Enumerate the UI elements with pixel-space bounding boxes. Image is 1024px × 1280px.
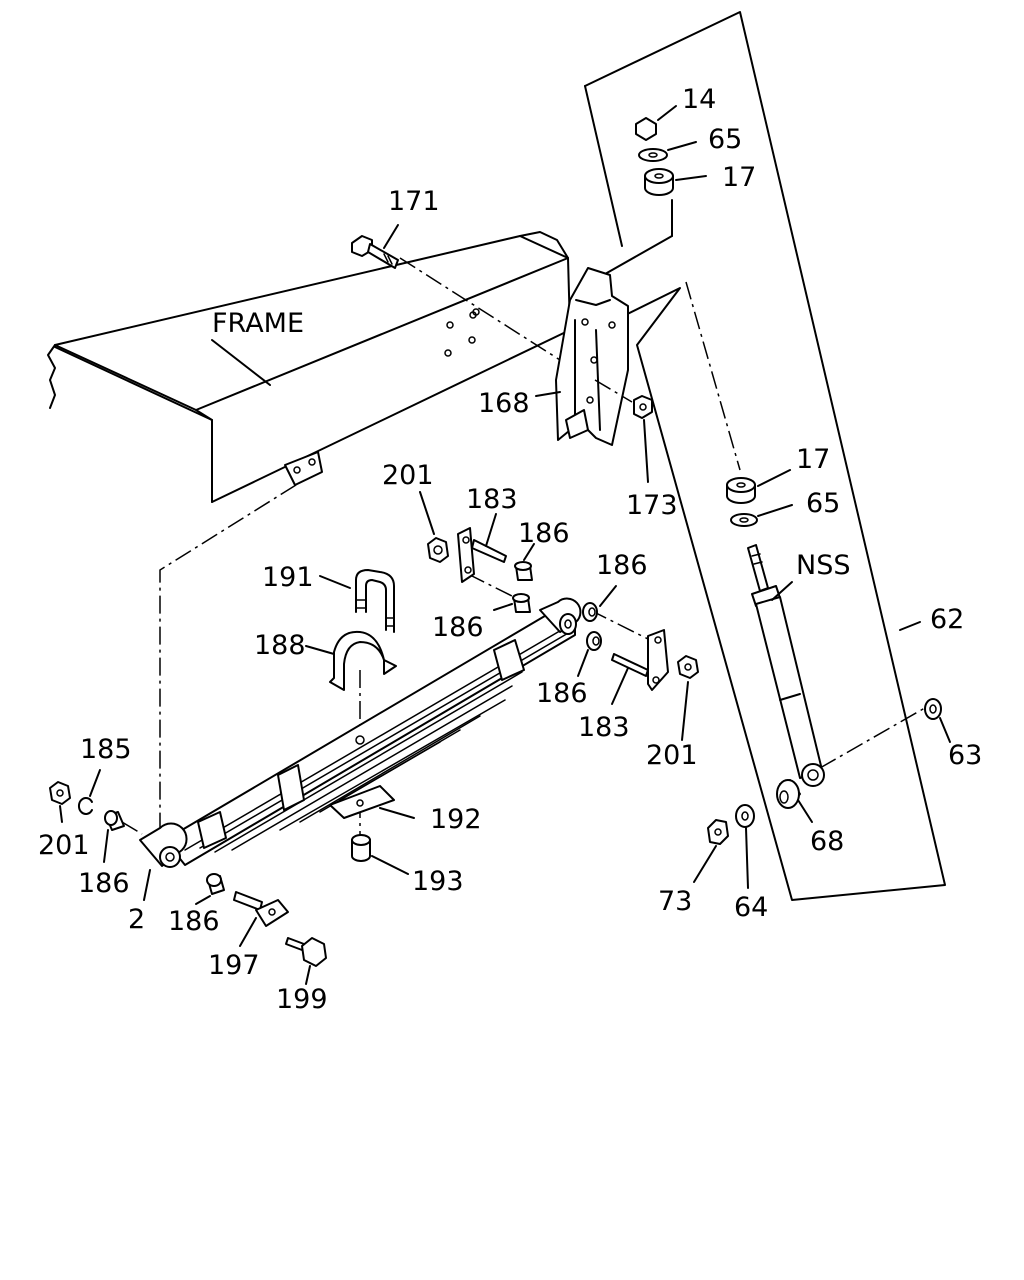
label-68: 68	[810, 826, 844, 857]
u-bolt-191	[319, 569, 395, 633]
label-64: 64	[734, 892, 768, 923]
bushing-186-right-mid	[577, 631, 602, 677]
bushing-186-bottom	[195, 873, 225, 905]
bushing-17-mid	[726, 469, 791, 504]
label-frame: FRAME	[212, 308, 304, 339]
bushing-186-left	[103, 810, 143, 863]
nut-201-right	[677, 655, 699, 741]
bolt-171	[351, 224, 399, 269]
label-191: 191	[262, 562, 314, 593]
bushing-17-top	[644, 168, 707, 196]
shock-group-outline	[584, 11, 946, 901]
bushing-186-top	[514, 543, 535, 581]
shackle-183-right	[611, 629, 669, 705]
label-188: 188	[254, 630, 306, 661]
shock-group-outline-2	[584, 85, 623, 247]
washer-63	[924, 698, 951, 743]
label-193: 193	[412, 866, 464, 897]
frame-leader	[211, 339, 271, 386]
shackle-centerline	[589, 609, 651, 641]
label-17-mid: 17	[796, 444, 830, 475]
pin-centerline	[467, 573, 521, 601]
label-183-right: 183	[578, 712, 630, 743]
label-199: 199	[276, 984, 328, 1015]
bushing-68	[776, 779, 813, 823]
bolt-197	[233, 891, 289, 947]
washer-64	[735, 804, 755, 889]
label-62: 62	[930, 604, 964, 635]
label-65-mid: 65	[806, 488, 840, 519]
washer-65-top	[638, 141, 697, 162]
bushing-186-mid	[493, 593, 531, 613]
nut-14	[635, 105, 677, 141]
nut-201-left	[49, 781, 71, 823]
label-65-top: 65	[708, 124, 742, 155]
label-186-bottom: 186	[168, 906, 220, 937]
label-186-right-top: 186	[596, 550, 648, 581]
nut-73	[693, 819, 729, 883]
label-17-top: 17	[722, 162, 756, 193]
label-171: 171	[388, 186, 440, 217]
nut-201-top	[419, 491, 449, 563]
bolt-171-centerline	[399, 257, 561, 361]
label-14: 14	[682, 84, 716, 115]
frame-to-spring-centerline	[159, 484, 297, 830]
label-73: 73	[658, 886, 692, 917]
label-201-right: 201	[646, 740, 698, 771]
label-185: 185	[80, 734, 132, 765]
frame-rail	[47, 231, 571, 503]
label-63: 63	[948, 740, 982, 771]
clip-185	[77, 769, 101, 815]
nut-193	[351, 834, 409, 875]
label-173: 173	[626, 490, 678, 521]
bushing-leader-2	[597, 235, 673, 279]
label-201-top: 201	[382, 460, 434, 491]
label-186-top: 186	[518, 518, 570, 549]
shock-lower-centerline	[819, 704, 931, 769]
spacer-188	[305, 630, 397, 691]
leaf-spring	[139, 597, 582, 901]
washer-65-mid	[730, 504, 793, 527]
nut-173	[594, 379, 653, 483]
label-186-right-mid: 186	[536, 678, 588, 709]
pad-192	[329, 785, 415, 819]
label-186-mid: 186	[432, 612, 484, 643]
shock-absorber-nss	[747, 544, 825, 787]
label-nss: NSS	[796, 550, 850, 581]
bolt-199	[285, 937, 327, 985]
hanger-bracket-168	[535, 267, 629, 446]
label-183-top: 183	[466, 484, 518, 515]
shackle-183-top	[457, 513, 507, 583]
shock-upper-centerline	[685, 281, 741, 471]
label-197: 197	[208, 950, 260, 981]
label-2: 2	[128, 904, 145, 935]
leader-62	[899, 621, 921, 631]
label-168: 168	[478, 388, 530, 419]
bushing-186-right-top	[582, 585, 617, 622]
label-186-left: 186	[78, 868, 130, 899]
label-201-left: 201	[38, 830, 90, 861]
label-192: 192	[430, 804, 482, 835]
